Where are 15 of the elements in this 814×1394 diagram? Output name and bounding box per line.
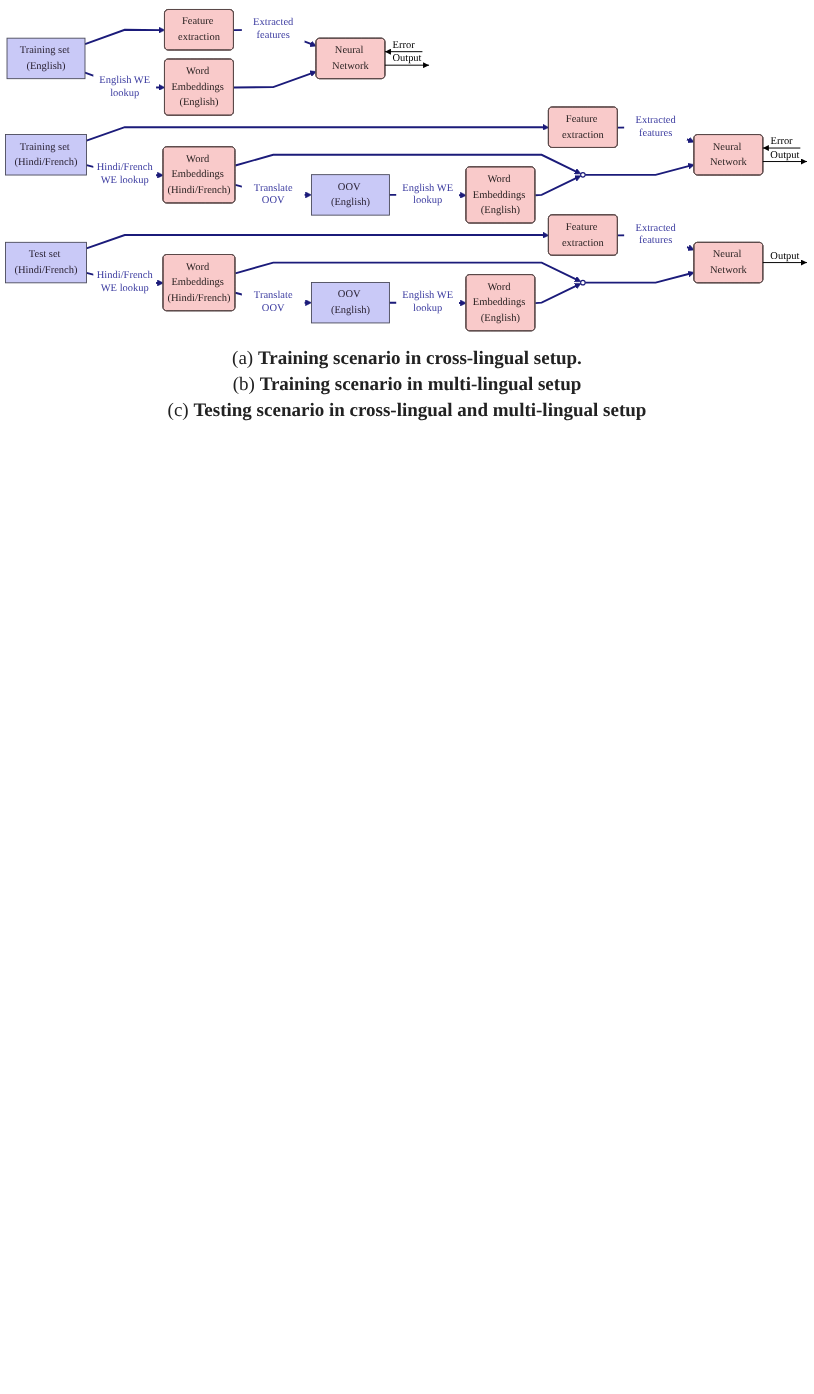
arrow (234, 261, 582, 282)
subfigure-caption: (b) Training scenario in multi-lingual setup (230, 376, 584, 397)
subfigure-caption: (a) Training scenario in cross-lingual setup. (230, 350, 584, 371)
arrow (584, 163, 695, 176)
arrow (234, 153, 582, 175)
arrow (232, 70, 317, 89)
arrow (534, 283, 582, 304)
arrow (84, 26, 166, 46)
node-circle (580, 279, 586, 286)
arrow (534, 175, 582, 197)
arrow (85, 231, 550, 250)
arrow (584, 270, 695, 284)
arrow (85, 124, 550, 142)
subfigure-caption: (c) Testing scenario in cross-lingual and multi-lingual setup (165, 402, 649, 423)
node-circle (580, 172, 586, 178)
